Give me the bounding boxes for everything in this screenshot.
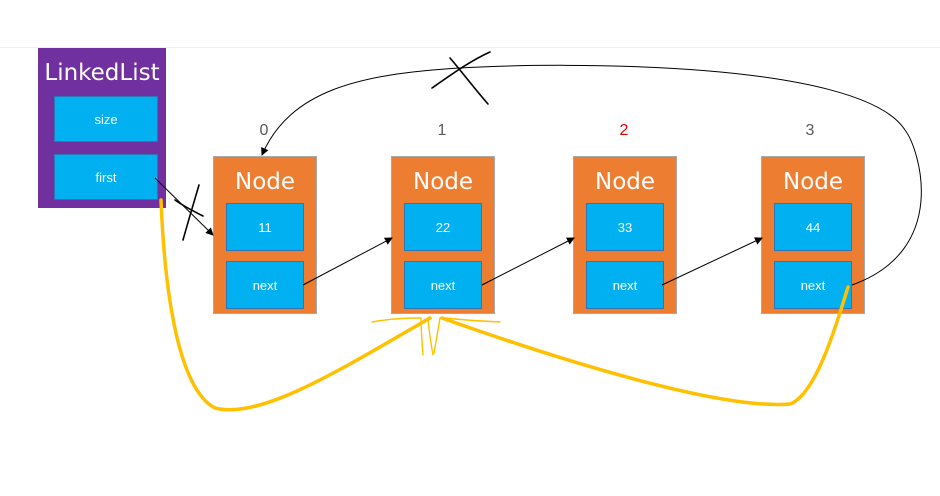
node-0-title: Node [234, 169, 296, 195]
node-3-value: 44 [774, 203, 852, 251]
node-2: Node 33 next [573, 156, 677, 314]
node-2-title: Node [594, 169, 656, 195]
cross-out-mark-first [174, 184, 204, 241]
node-0: Node 11 next [213, 156, 317, 314]
linked-list-box: LinkedList size first [38, 48, 166, 208]
size-field: size [54, 96, 158, 142]
linked-list-title: LinkedList [44, 60, 160, 86]
node-1-value: 22 [404, 203, 482, 251]
node3-to-node0-loop-arrow [261, 64, 922, 286]
node-index-0: 0 [259, 122, 269, 139]
node-3-title: Node [782, 169, 844, 195]
node-1-title: Node [412, 169, 474, 195]
top-divider [0, 47, 940, 48]
node-index-2: 2 [619, 122, 629, 139]
node-0-value: 11 [226, 203, 304, 251]
node-index-1: 1 [437, 122, 447, 139]
node-0-next: next [226, 261, 304, 309]
node-3-next: next [774, 261, 852, 309]
node0-to-node1-arrow [302, 237, 393, 286]
node-1-next: next [404, 261, 482, 309]
node-index-3: 3 [805, 122, 815, 139]
node-3: Node 44 next [761, 156, 865, 314]
node-1: Node 22 next [391, 156, 495, 314]
node2-to-node3-arrow [661, 237, 763, 286]
yellow-tick-marks [371, 317, 501, 356]
yellow-annotation [159, 198, 850, 412]
node-2-next: next [586, 261, 664, 309]
first-field: first [54, 154, 158, 200]
cross-out-mark-top [431, 51, 491, 105]
node-2-value: 33 [586, 203, 664, 251]
node1-to-node2-arrow [481, 237, 575, 286]
